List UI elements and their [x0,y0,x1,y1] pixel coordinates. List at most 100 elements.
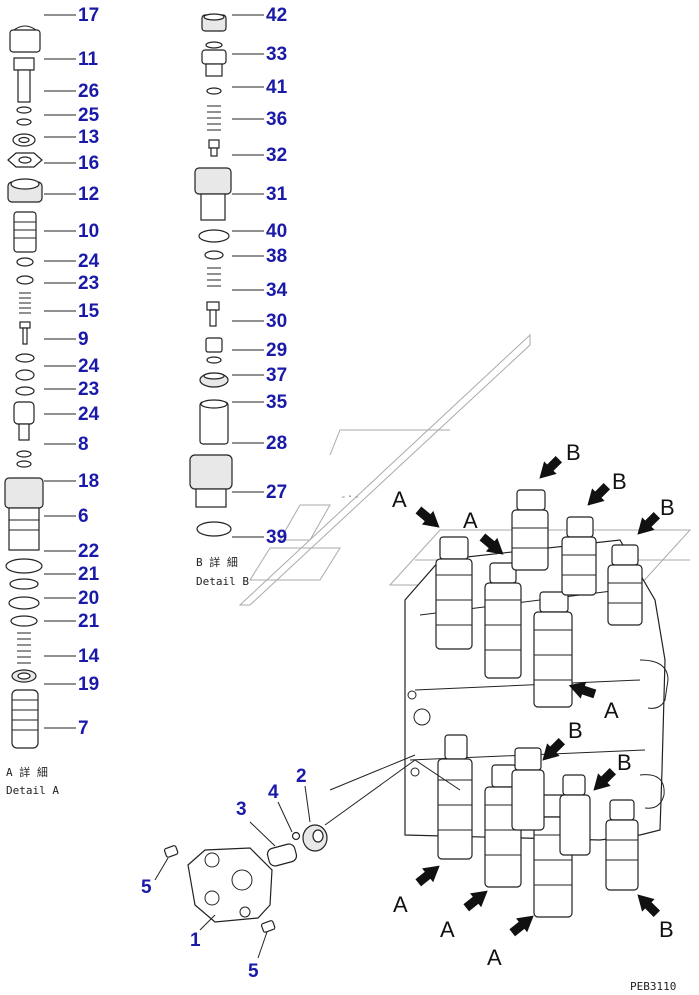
label-part-4: 4 [268,782,279,803]
part-30-icon [206,301,220,327]
control-valve-assembly [404,489,669,918]
part-12-icon [7,178,43,203]
callout-number: 27 [266,482,287,503]
callout-number: 7 [78,718,89,739]
view-arrow-icon [463,890,488,912]
callout-number: 26 [78,81,99,102]
label-part-5: 5 [141,877,152,898]
part-40-icon [198,229,230,243]
detail-a-callouts: 1711262513161210242315924232481862221202… [44,5,100,739]
part-8-icon [13,401,35,441]
part-23-icon [16,275,34,285]
view-arrow-icon [542,737,566,761]
view-arrow-icon [637,511,661,535]
part-24-icon [15,353,35,363]
callout-number: 18 [78,471,99,492]
label-part-5: 5 [248,961,259,982]
part-18-icon [16,450,32,468]
detail-a-caption-jp: A 詳 細 [6,765,48,779]
callout-number: 21 [78,611,100,632]
part-5-icon [163,845,179,858]
callout-number: 19 [78,674,99,695]
callout-number: 23 [78,273,99,294]
detail-a-caption-en: Detail A [6,784,59,797]
part-22-icon [5,558,43,574]
callout-number: 35 [266,392,288,413]
drawing-code: PEB3110 [630,980,676,993]
callout-number: 17 [78,5,99,26]
callout-number: 33 [266,44,287,65]
part-24-icon [16,257,34,267]
callout-number: 42 [266,5,287,26]
part-2-icon [302,824,328,852]
view-arrow-icon [415,865,440,887]
view-arrow-icon [587,482,611,506]
part-10-icon [13,211,37,253]
view-label-b: B [617,750,632,775]
part-39-icon [196,521,232,537]
part-14-icon [17,632,31,664]
detail-b-caption-jp: B 詳 細 [196,555,238,569]
view-arrow-icon [479,533,504,555]
callout-number: 16 [78,153,99,174]
detail-b-parts [189,13,233,537]
view-label-a: A [463,508,478,533]
label-part-2: 2 [296,766,307,787]
callout-number: 13 [78,127,99,148]
part-9-icon [19,321,31,345]
part-3-icon [266,843,298,867]
part-16-icon [7,152,43,168]
view-arrow-icon [593,767,617,791]
view-label-a: A [604,698,619,723]
callout-number: 30 [266,311,287,332]
part-24-icon [15,386,35,396]
view-label-a: A [487,945,502,970]
callout-number: 38 [266,246,287,267]
view-arrow-icon [568,681,597,699]
part-4-icon [291,831,301,841]
callout-number: 34 [266,280,288,301]
part-17-icon [9,25,41,53]
callout-number: 14 [78,646,100,667]
view-arrow-icon [509,915,534,937]
callout-number: 8 [78,434,89,455]
callout-number: 9 [78,329,89,350]
part-31-icon [194,167,232,221]
callout-number: 15 [78,301,100,322]
view-label-b: B [660,495,675,520]
callout-number: 39 [266,527,287,548]
part-28-icon [199,399,229,445]
part-23-icon [15,369,35,381]
view-label-a: A [392,487,407,512]
part-25-icon [16,118,32,126]
part-33-icon [201,41,227,77]
part-21-icon [10,615,38,627]
part-36-icon [207,105,221,131]
part-21-icon [9,578,39,590]
callout-number: 12 [78,184,99,205]
part-15-icon [19,292,31,314]
part-34-icon [207,267,221,287]
view-label-a: A [393,892,408,917]
callout-number: 23 [78,379,99,400]
part-1-icon [187,847,273,923]
view-arrow-icon [415,506,440,528]
view-label-a: A [440,917,455,942]
view-arrow-icon [637,894,661,918]
part-19-icon [11,669,37,683]
callout-number: 25 [78,105,100,126]
part-20-icon [8,596,40,610]
part-7-icon [11,689,39,749]
part-26-icon [16,106,32,114]
svg-text:-·-: -·- [340,490,360,503]
callout-number: 32 [266,145,287,166]
callout-number: 24 [78,251,100,272]
view-label-b: B [659,917,674,942]
label-part-3: 3 [236,799,247,820]
callout-number: 37 [266,365,287,386]
callout-number: 6 [78,506,89,527]
part-5-icon [260,920,276,933]
detail-b-caption-en: Detail B [196,575,249,588]
